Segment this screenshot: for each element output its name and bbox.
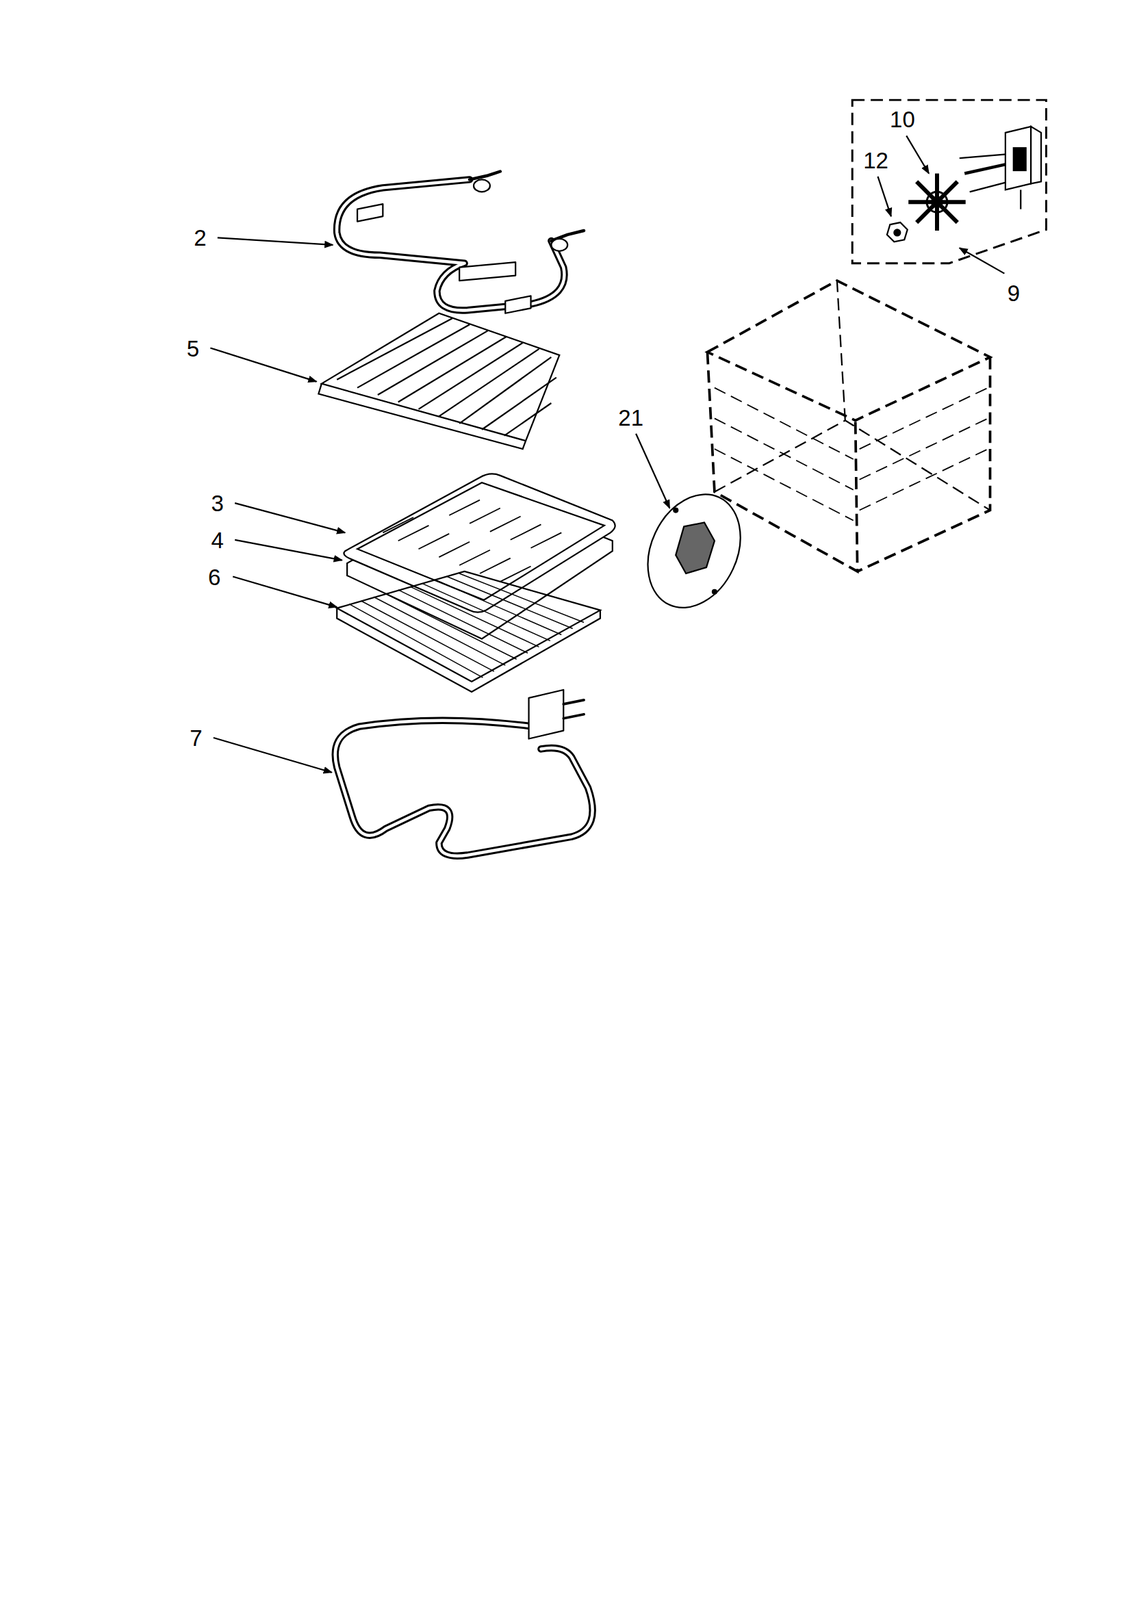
bake-element (335, 689, 593, 857)
leader-line (210, 347, 317, 382)
fan-motor (959, 126, 1042, 210)
leader-line (906, 135, 929, 174)
callout-number: 21 (618, 405, 644, 429)
callout-number: 7 (189, 726, 202, 750)
oven-cavity (707, 280, 990, 572)
callout-number: 6 (208, 565, 221, 588)
callout-number: 5 (186, 336, 200, 360)
callout-number: 4 (210, 528, 224, 551)
fan-cover (630, 479, 759, 623)
callout-number: 12 (863, 149, 889, 172)
fan-nut (887, 222, 908, 242)
leader-line (234, 540, 343, 561)
leader-line (232, 576, 337, 608)
leader-line (213, 737, 332, 773)
oven-rack (336, 571, 601, 692)
leader-line (878, 176, 892, 217)
callout-number: 2 (193, 226, 207, 250)
broiler-pan (343, 473, 615, 639)
leader-line (217, 237, 333, 245)
broil-element (336, 171, 584, 314)
leader-line (234, 503, 345, 533)
leader-line (635, 433, 670, 509)
leader-lines (210, 135, 1005, 773)
broiler-pan-grid (318, 313, 560, 450)
fan-blade (908, 173, 966, 231)
callout-number: 3 (210, 492, 224, 515)
callout-number: 9 (1007, 282, 1020, 305)
callout-number: 10 (889, 108, 916, 131)
convection-fan-kit (852, 99, 1046, 264)
